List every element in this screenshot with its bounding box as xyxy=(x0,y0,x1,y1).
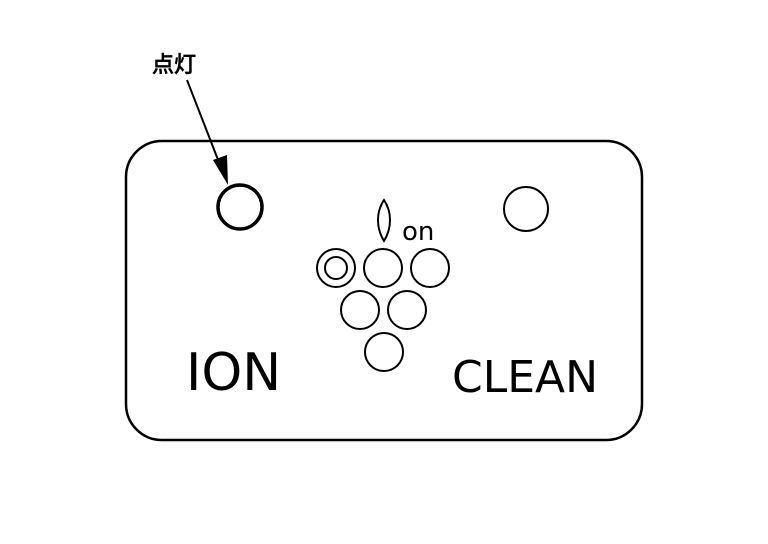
clean-indicator-led xyxy=(503,186,549,232)
callout-label: 点灯 xyxy=(152,52,196,78)
clean-label: CLEAN xyxy=(452,352,598,403)
ion-label: ION xyxy=(186,343,281,403)
ion-indicator-led xyxy=(216,183,264,231)
panel-outline xyxy=(124,139,644,442)
grape-inner-circle xyxy=(324,256,348,280)
grape-circle xyxy=(410,248,450,288)
grape-circle xyxy=(316,248,356,288)
grape-circle xyxy=(364,332,404,372)
grape-circle xyxy=(340,290,380,330)
grape-circle xyxy=(387,290,427,330)
leaf-icon xyxy=(377,198,391,243)
grape-ion-logo: on xyxy=(316,198,450,372)
logo-text: on xyxy=(402,217,434,247)
callout-arrowhead xyxy=(213,155,228,185)
callout-arrow-line xyxy=(186,79,223,171)
grape-circle xyxy=(363,248,403,288)
